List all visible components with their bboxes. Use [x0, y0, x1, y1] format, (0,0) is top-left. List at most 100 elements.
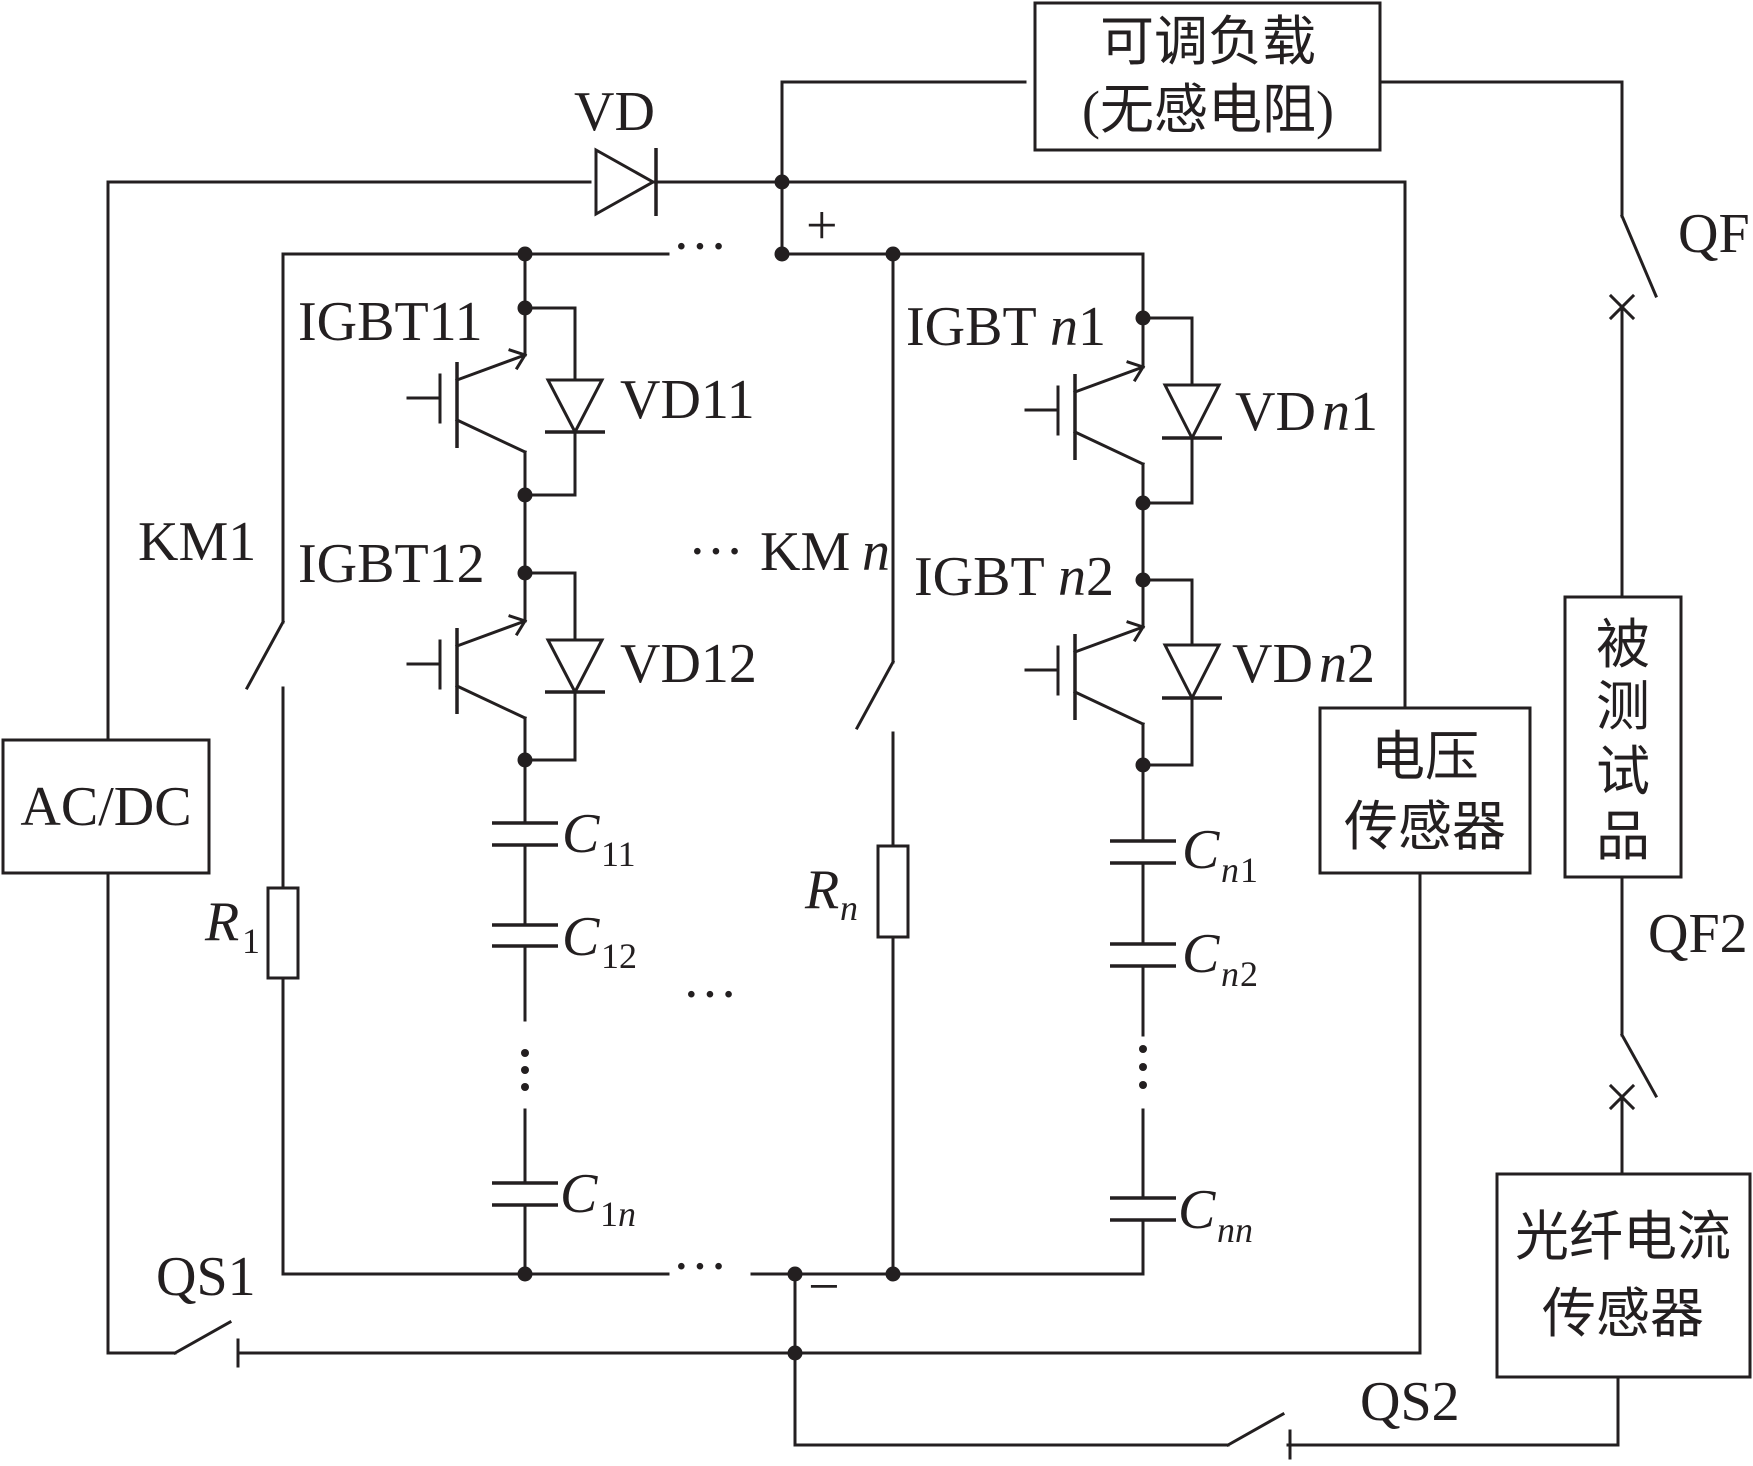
c1n-label-base: C [560, 1163, 598, 1225]
junction-dot [517, 300, 533, 316]
vdn2-label-prefix: VD [1232, 633, 1313, 695]
wire-qs2-left [793, 1418, 1230, 1447]
capacitor-c11: C 11 [492, 803, 636, 874]
adjustable-load: 可调负载 (无感电阻) [1033, 1, 1382, 152]
dut-char-1: 被 [1596, 615, 1650, 675]
capacitor-cnn: C nn [1110, 1179, 1253, 1250]
dut-char-4: 品 [1596, 807, 1650, 867]
switch-qs2: QS2 [1225, 1371, 1460, 1460]
igbtn1-label-num: 1 [1078, 296, 1106, 358]
cn1-label-sub1: n [1221, 850, 1239, 890]
igbt-symbol [406, 348, 528, 454]
acdc-converter: AC/DC [1, 738, 211, 875]
igbt12-label: IGBT12 [298, 533, 485, 595]
switch-contact [244, 619, 286, 691]
load-label-line1: 可调负载 [1100, 12, 1316, 72]
voltage-sensor-line2: 传感器 [1344, 797, 1506, 857]
igbtn2-cell: IGBT n 2 VD n 2 [914, 546, 1375, 767]
r1-label-base: R [204, 891, 239, 953]
load-box [1033, 1, 1382, 152]
junction-dot [885, 246, 901, 262]
capacitor-cn1: C n 1 [1110, 819, 1258, 890]
ellipsis-pos-bus: ··· [672, 216, 728, 278]
kmn-label-n: n [862, 521, 890, 583]
diode-symbol [1162, 643, 1222, 702]
ellipsis-neg-bus: ··· [672, 1236, 728, 1298]
diode-symbol [545, 378, 605, 436]
resistor-r1: R 1 [204, 886, 300, 980]
igbt11-label: IGBT11 [298, 291, 483, 353]
fiber-sensor-box [1495, 1172, 1752, 1379]
junction-dot [1135, 310, 1151, 326]
qf2-label: QF2 [1648, 903, 1748, 965]
junction-dot [517, 246, 533, 262]
diode-symbol [1162, 383, 1222, 442]
junction-dot [885, 1266, 901, 1282]
igbt-symbol [1024, 360, 1146, 466]
vdn1-label-n: n [1322, 381, 1350, 443]
wire-outer-top [106, 180, 592, 740]
voltage-sensor: 电压 传感器 [1318, 706, 1532, 875]
km1-label: KM1 [138, 511, 256, 573]
c1n-label-sub1: 1 [600, 1194, 618, 1234]
igbtn2-label-prefix: IGBT [914, 546, 1045, 608]
resistor-symbol [266, 886, 300, 980]
junction-dot [774, 174, 790, 190]
cn1-label-base: C [1182, 819, 1220, 881]
diode-symbol [545, 638, 605, 696]
breaker-x-b [1608, 293, 1636, 321]
wire-load-right [1380, 80, 1624, 218]
junction-dot [1135, 757, 1151, 773]
device-under-test: 被 测 试 品 [1563, 595, 1683, 879]
capacitor-c12: C 12 [492, 906, 637, 976]
junction-dot [517, 487, 533, 503]
qs2-label: QS2 [1360, 1371, 1460, 1433]
ellipsis-middle: ··· [682, 964, 738, 1026]
capacitor-c1n: C 1 n [492, 1163, 636, 1234]
fiber-sensor-line2: 传感器 [1542, 1284, 1704, 1344]
junction-dot [774, 246, 790, 262]
junction-dot [517, 1266, 533, 1282]
dut-box [1563, 595, 1683, 879]
igbtn2-label-n: n [1058, 546, 1086, 608]
breaker-x-b [1608, 1083, 1636, 1111]
r1-label-sub: 1 [242, 921, 260, 961]
breaker-contact [1619, 1032, 1659, 1099]
breaker-qf1: QF1 [1608, 203, 1753, 321]
capacitor-cn2: C n 2 [1110, 923, 1258, 994]
capacitor-dots-coln [1139, 1045, 1147, 1089]
dut-char-3: 试 [1596, 742, 1650, 802]
c11-label-sub: 11 [601, 834, 636, 874]
resistor-rn: R n [804, 844, 910, 939]
cn2-label-sub1: n [1221, 954, 1239, 994]
vd11-label: VD11 [620, 369, 755, 431]
breaker-contact [1620, 214, 1658, 298]
cn2-label-base: C [1182, 923, 1220, 985]
junction-dot [1135, 572, 1151, 588]
junction-dot [1135, 495, 1151, 511]
igbt12-cell: IGBT12 VD12 [298, 533, 757, 762]
igbt-symbol [406, 614, 528, 720]
junction-dot [517, 565, 533, 581]
diode-vd: VD [574, 81, 658, 217]
vdn1-label-prefix: VD [1235, 381, 1316, 443]
igbtn1-cell: IGBT n 1 VD n 1 [906, 296, 1378, 505]
junction-dot [517, 752, 533, 768]
acdc-box [1, 738, 211, 875]
kmn-label-base: KM [760, 521, 850, 583]
vdn1-label-num: 1 [1350, 381, 1378, 443]
junction-dot [787, 1345, 803, 1361]
wire-qs2-right [1286, 1375, 1620, 1447]
acdc-label: AC/DC [20, 776, 191, 838]
igbtn1-label-n: n [1050, 296, 1078, 358]
junction-dot [787, 1266, 803, 1282]
dut-char-2: 测 [1596, 677, 1650, 737]
igbt-symbol [1024, 620, 1146, 726]
ellipses: ··· ··· ··· [672, 216, 738, 1298]
wires [106, 80, 1624, 1447]
rn-label-base: R [804, 859, 839, 921]
switch-qs1: QS1 [156, 1246, 256, 1368]
switch-contact [172, 1319, 233, 1356]
vdn2-label-num: 2 [1347, 633, 1375, 695]
